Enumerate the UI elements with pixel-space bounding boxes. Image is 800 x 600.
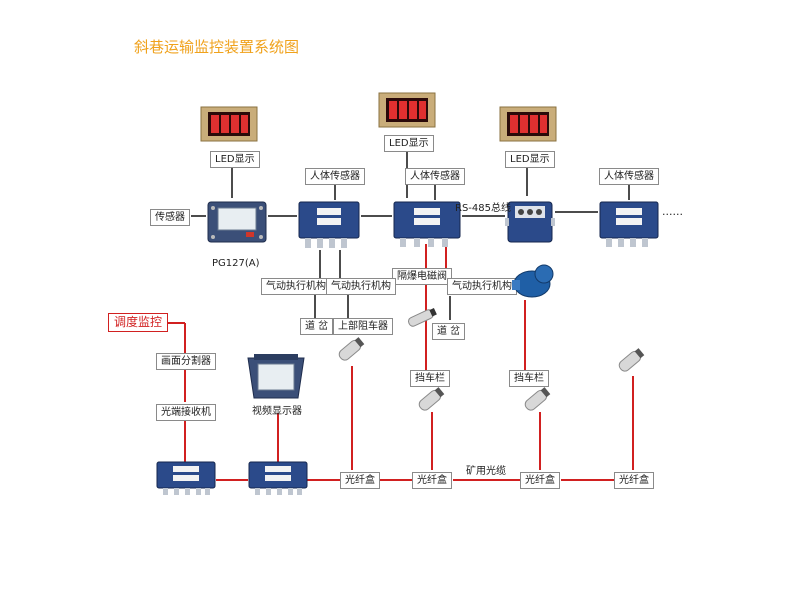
human-sensor-label-3: 人体传感器: [599, 168, 659, 185]
pneumatic-label-3: 气动执行机构: [447, 278, 517, 295]
pneumatic-label-2: 气动执行机构: [326, 278, 396, 295]
junction-box-2: [393, 201, 461, 247]
barrier-label-2: 挡车栏: [509, 370, 549, 387]
continuation-dots: ......: [662, 205, 683, 218]
rs485-label: RS-485总线: [455, 203, 511, 214]
mine-cable-label: 矿用光缆: [466, 466, 506, 477]
led-display-2: [378, 92, 436, 128]
human-sensor-label-1: 人体传感器: [305, 168, 365, 185]
switch-label-1: 道 岔: [300, 318, 334, 335]
barrier-label-1: 挡车栏: [410, 370, 450, 387]
blocker-label: 上部阻车器: [333, 318, 393, 335]
splitter-label: 画面分割器: [156, 353, 216, 370]
fiber-box-label-4: 光纤盒: [614, 472, 654, 489]
pg127-controller: [207, 201, 267, 243]
switch-label-2: 道 岔: [432, 323, 466, 340]
pneumatic-label-1: 气动执行机构: [261, 278, 331, 295]
camera-icon-1: [338, 337, 365, 361]
fiber-box-label-3: 光纤盒: [520, 472, 560, 489]
optical-box-1: [156, 461, 216, 495]
led-label-1: LED显示: [210, 151, 260, 168]
camera-icon-3: [524, 387, 551, 411]
junction-box-1: [298, 201, 360, 248]
optical-box-2: [248, 461, 308, 495]
fiber-box-label-2: 光纤盒: [412, 472, 452, 489]
camera-icon-4: [618, 348, 645, 372]
motor: [512, 264, 554, 298]
human-sensor-label-2: 人体传感器: [405, 168, 465, 185]
fiber-box-label-1: 光纤盒: [340, 472, 380, 489]
video-display-label: 视频显示器: [252, 406, 302, 417]
receiver-label: 光端接收机: [156, 404, 216, 421]
camera-icon-2: [418, 387, 445, 411]
sensor-label: 传感器: [150, 209, 190, 226]
led-display-1: [200, 106, 258, 142]
fiber-lines: [160, 244, 634, 481]
explosion-proof-switch: [505, 201, 555, 243]
junction-box-3: [599, 201, 659, 247]
led-label-3: LED显示: [505, 151, 555, 168]
dispatch-label: 调度监控: [108, 313, 169, 332]
led-label-2: LED显示: [384, 135, 434, 152]
pg127-label: PG127(A): [212, 258, 260, 269]
diagram-title: 斜巷运输监控装置系统图: [134, 38, 300, 56]
valve-label: 隔爆电磁阀: [392, 268, 452, 285]
led-display-3: [499, 106, 557, 142]
solenoid-valve: [408, 308, 437, 327]
video-monitor: [247, 354, 305, 399]
